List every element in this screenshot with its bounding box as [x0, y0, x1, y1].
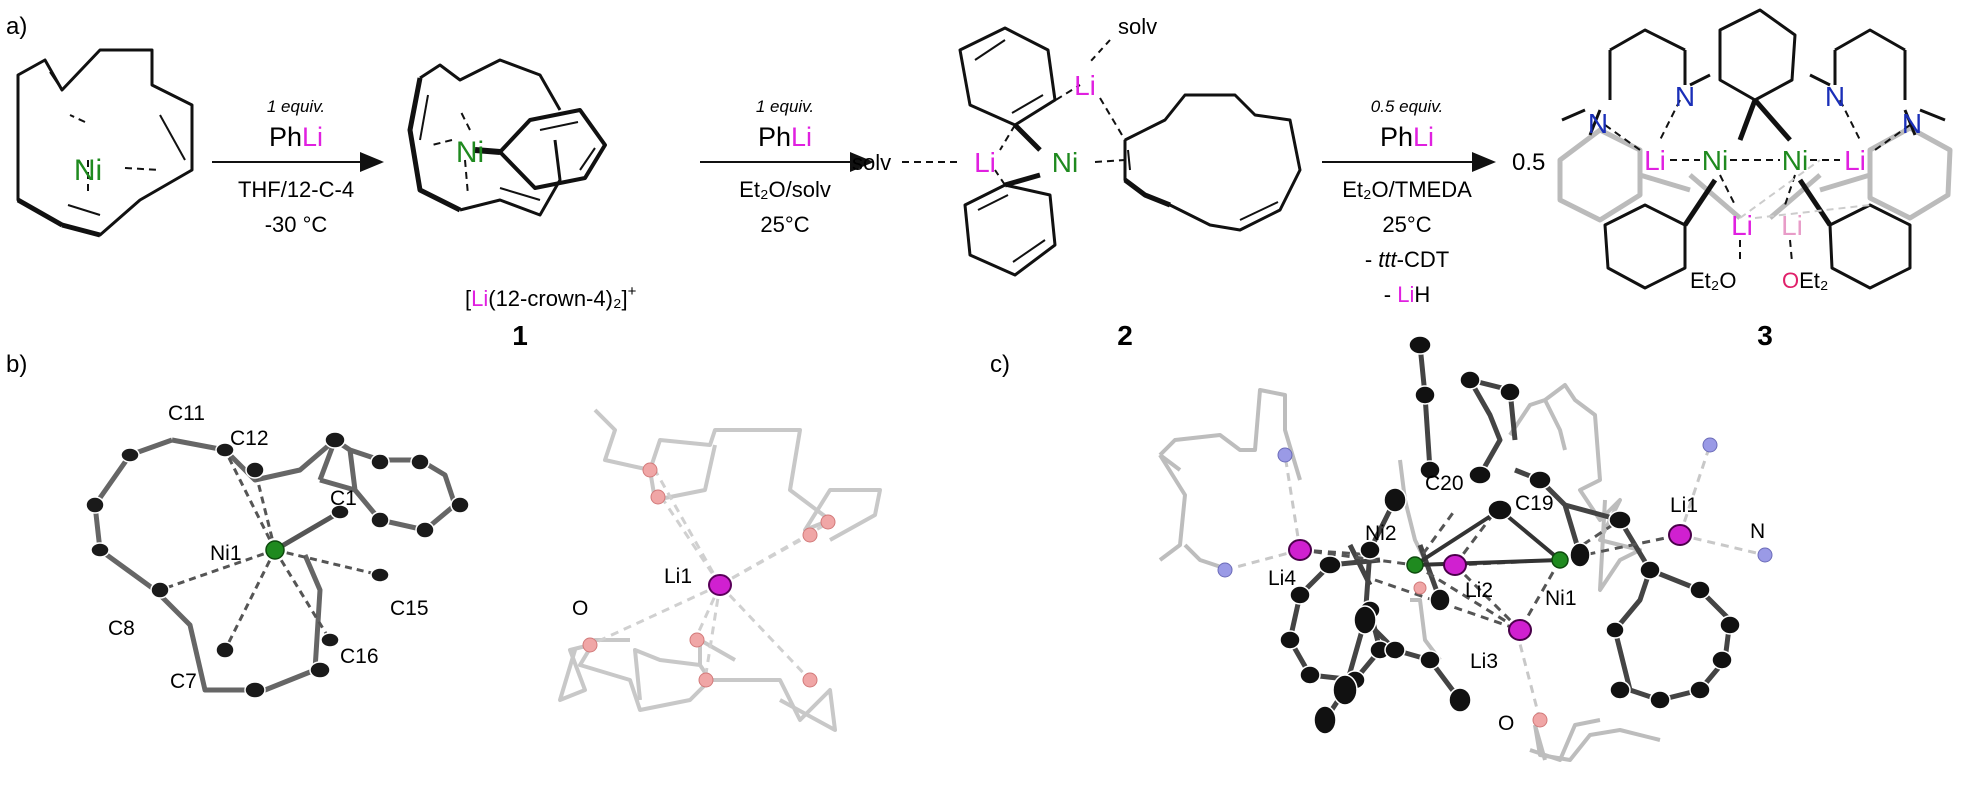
panel-label-a: a) — [6, 13, 27, 40]
crystal-structure-anion — [85, 431, 470, 699]
label-c11: C11 — [168, 402, 205, 425]
cation-label: [Li(12-crown-4)₂]+ — [465, 283, 637, 311]
label-ni1-c: Ni1 — [1545, 587, 1577, 610]
label-c15: C15 — [390, 597, 429, 620]
compound-label-1: 1 — [512, 320, 528, 351]
step1-equiv: 1 equiv. — [267, 97, 325, 116]
step3-solvent: Et₂O/TMEDA — [1342, 177, 1472, 202]
label-c20: C20 — [1425, 472, 1464, 495]
atom-ni-compound-1: Ni — [456, 136, 484, 169]
atom-li-right-compound-3: Li — [1844, 145, 1866, 176]
atom-ni-compound-2: Ni — [1052, 147, 1078, 178]
step3-byproduct-lih: - LiH — [1384, 282, 1430, 307]
atom-n-3: N — [1825, 81, 1845, 112]
crystal-structure-cation — [558, 408, 882, 732]
structure-compound-2 — [902, 26, 1302, 277]
atom-ni-start: Ni — [74, 154, 102, 187]
label-c8: C8 — [108, 617, 135, 640]
step3-equiv: 0.5 equiv. — [1371, 97, 1443, 116]
atom-li-bottom-right-compound-3: Li — [1781, 210, 1803, 241]
structure-compound-1 — [407, 58, 607, 217]
solv-top: solv — [1118, 14, 1157, 39]
compound-label-2: 2 — [1117, 320, 1133, 351]
label-ni1: Ni1 — [210, 542, 242, 565]
atom-li-top-compound-2: Li — [1074, 70, 1096, 101]
stoichiometric-coefficient: 0.5 — [1512, 149, 1545, 176]
compound-label-3: 3 — [1757, 320, 1773, 351]
step1-temperature: -30 °C — [265, 212, 328, 237]
atom-ni-right-compound-3: Ni — [1782, 145, 1808, 176]
label-li3: Li3 — [1470, 650, 1498, 673]
structure-compound-3 — [1557, 8, 1953, 290]
step2-solvent: Et₂O/solv — [739, 177, 831, 202]
label-o-c: O — [1498, 712, 1514, 735]
solv-left: solv — [852, 150, 891, 175]
label-c16: C16 — [340, 645, 379, 668]
panel-label-b: b) — [6, 351, 27, 378]
label-li1-cation: Li1 — [664, 565, 692, 588]
label-c1: C1 — [330, 487, 357, 510]
label-c19: C19 — [1515, 492, 1554, 515]
atom-n-4: N — [1902, 108, 1922, 139]
crystal-structure-compound-3 — [1158, 335, 1773, 762]
step2-equiv: 1 equiv. — [756, 97, 814, 116]
oet2-ligand: OEt₂ — [1782, 268, 1828, 293]
step3-reagent: PhLi — [1380, 122, 1434, 152]
label-ni2: Ni2 — [1365, 522, 1397, 545]
atom-ni-left-compound-3: Ni — [1702, 145, 1728, 176]
step3-temperature: 25°C — [1382, 212, 1431, 237]
step1-reagent: PhLi — [269, 122, 323, 152]
step1-solvent: THF/12-C-4 — [238, 177, 354, 202]
label-li1: Li1 — [1670, 494, 1698, 517]
atom-n-1: N — [1588, 108, 1608, 139]
step3-byproduct-cdt: - ttt-CDT — [1365, 247, 1449, 272]
label-c12: C12 — [230, 427, 269, 450]
atom-li-bottom-left-compound-3: Li — [1731, 210, 1753, 241]
label-o-cation: O — [572, 597, 588, 620]
step2-reagent: PhLi — [758, 122, 812, 152]
structure-ni-cdt — [16, 48, 194, 238]
label-c7: C7 — [170, 670, 197, 693]
label-li2: Li2 — [1465, 579, 1493, 602]
step2-temperature: 25°C — [760, 212, 809, 237]
panel-label-c: c) — [990, 351, 1010, 378]
et2o-ligand: Et₂O — [1690, 268, 1736, 293]
atom-li-left-compound-2: Li — [974, 147, 996, 178]
label-n: N — [1750, 520, 1765, 543]
atom-li-left-compound-3: Li — [1644, 145, 1666, 176]
atom-n-2: N — [1675, 81, 1695, 112]
label-li4: Li4 — [1268, 567, 1296, 590]
